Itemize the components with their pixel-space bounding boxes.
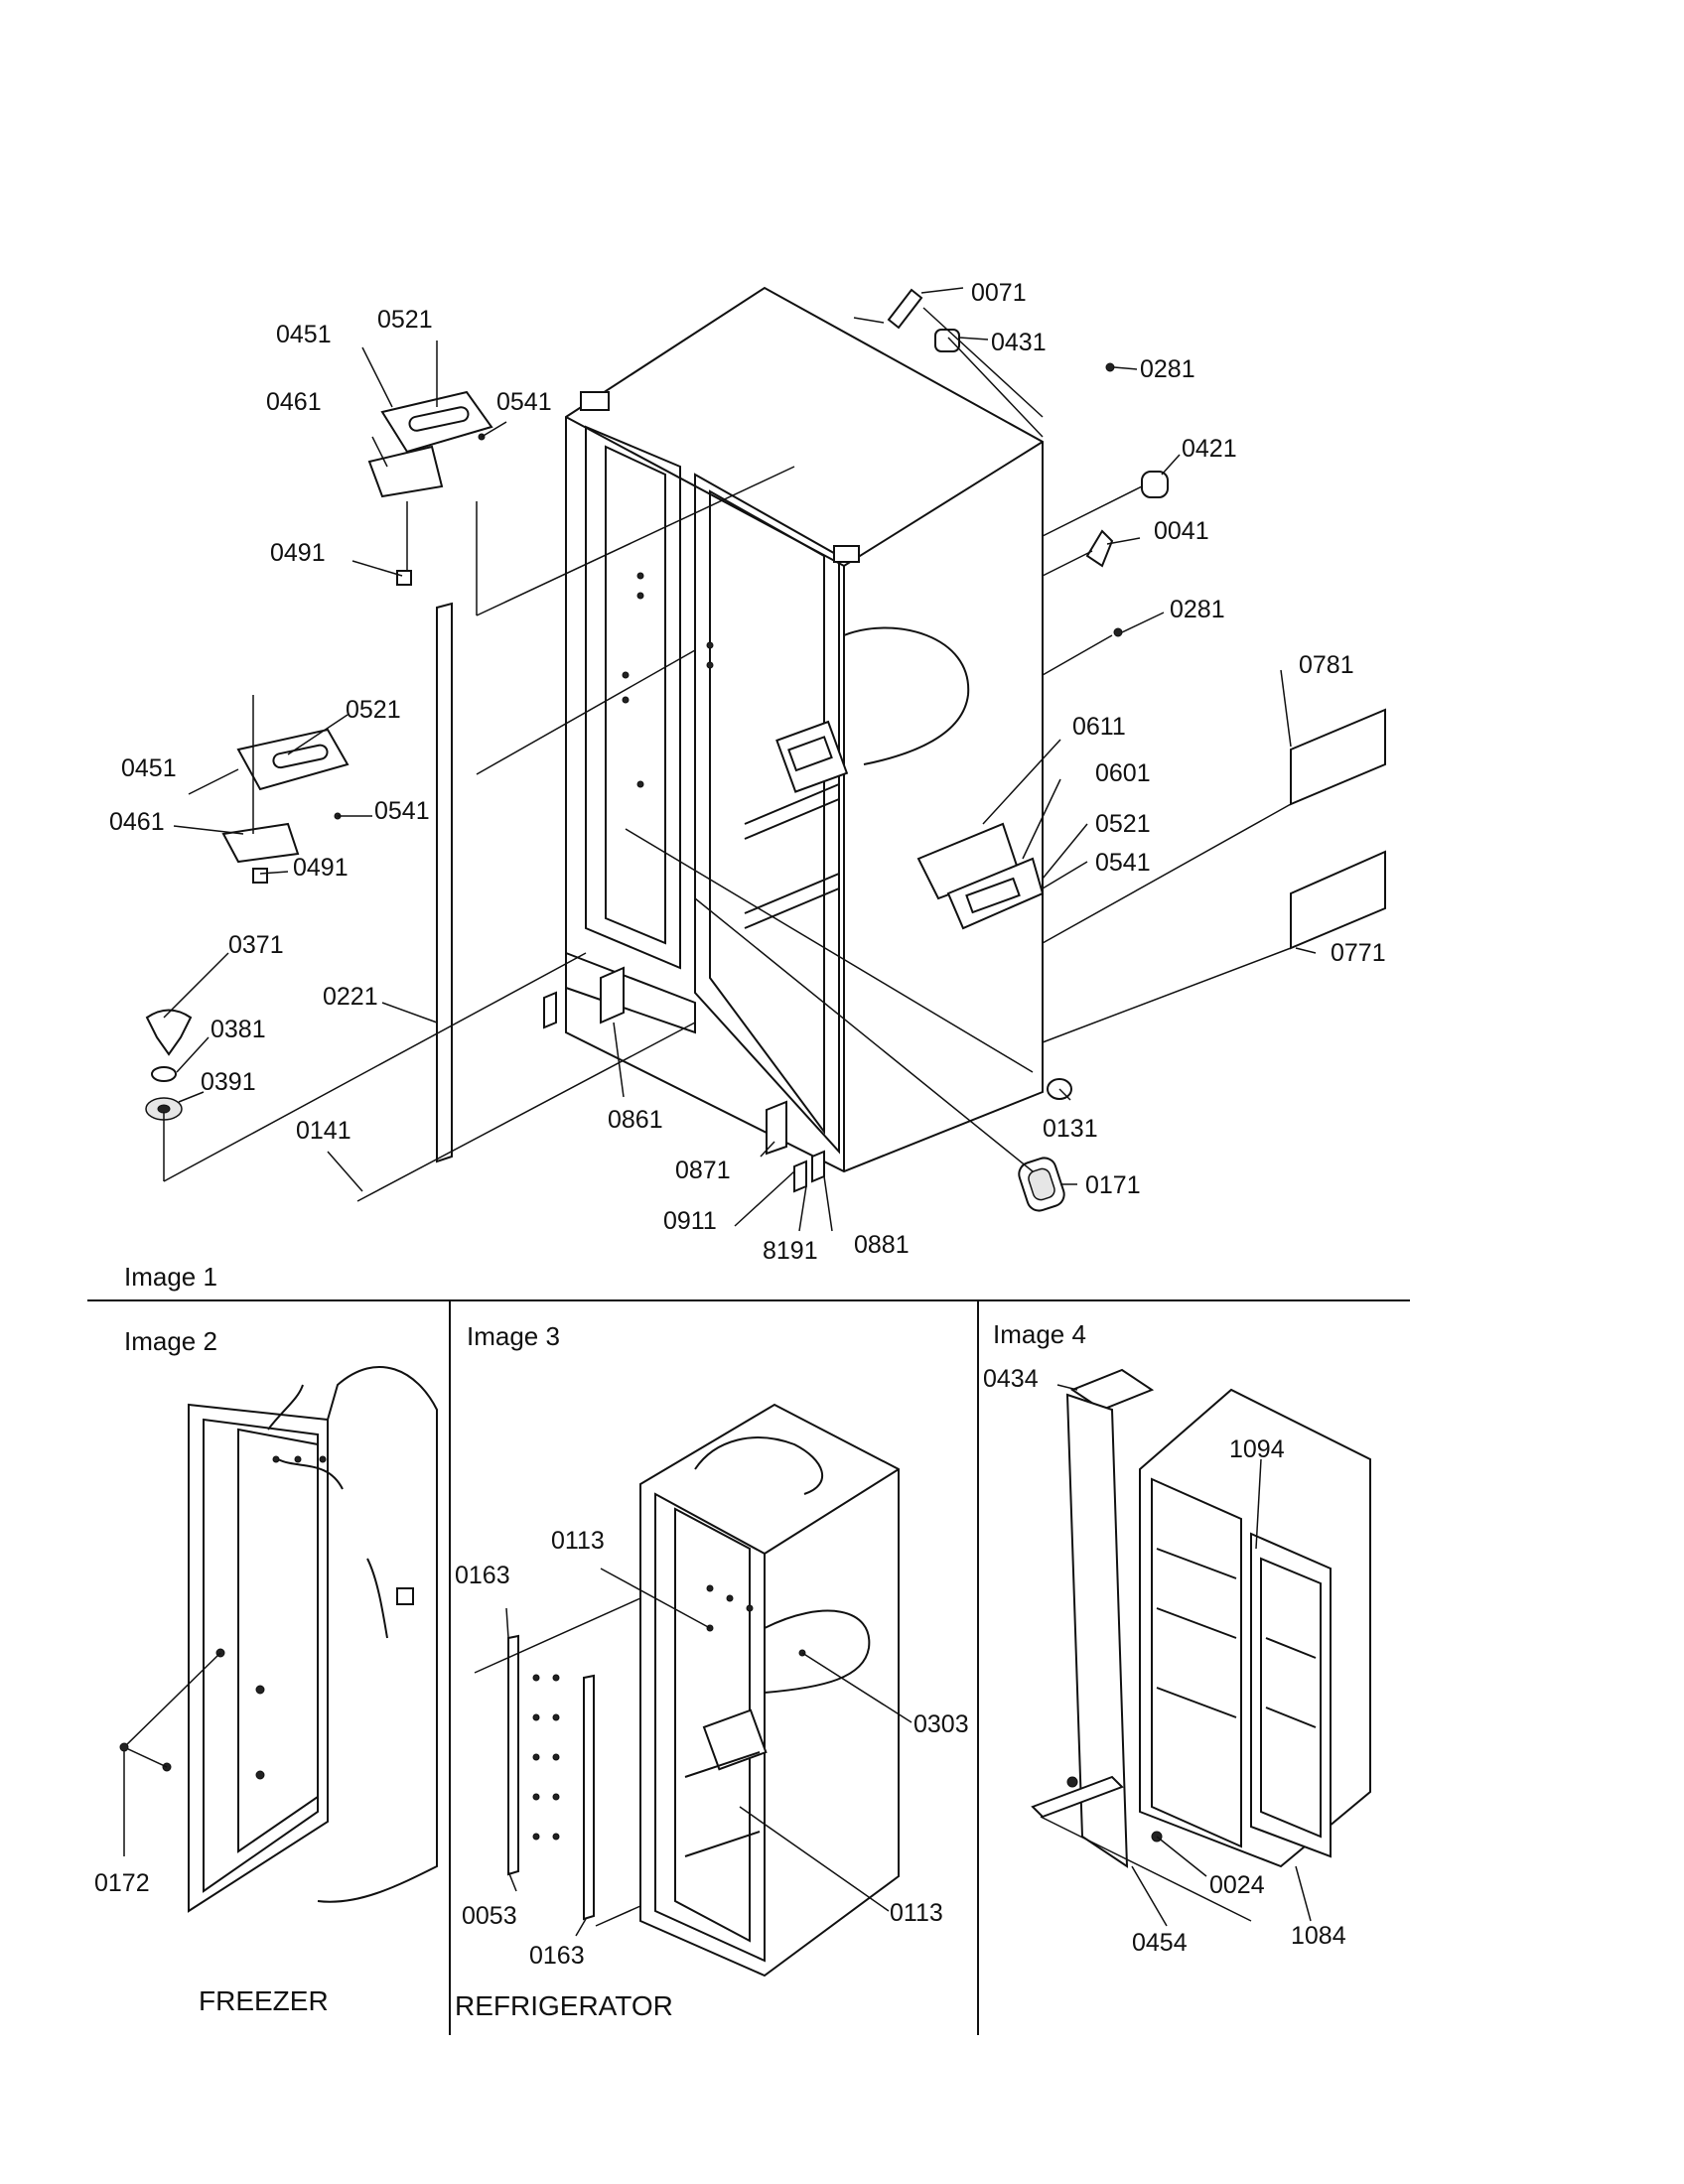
image1-cabinet-view: 0071 0431 0281 0421 0041 0281 0781 0611 … [109, 279, 1386, 1292]
callout-leaders [163, 287, 1317, 1232]
callout-label: 0541 [374, 797, 430, 825]
callout-label: 8191 [763, 1237, 818, 1265]
callout-label: 0071 [971, 279, 1027, 307]
callout-label: 0451 [276, 321, 332, 348]
callout-label: 0113 [551, 1527, 605, 1555]
freezer-caption: FREEZER [199, 1985, 329, 2016]
callout-label: 0303 [913, 1710, 969, 1738]
callout-label: 0451 [121, 754, 177, 782]
trim-strip-0221 [436, 602, 453, 1163]
callout-label: 0371 [228, 931, 284, 959]
callout-label: 0601 [1095, 759, 1151, 787]
callout-label: 0861 [608, 1106, 663, 1134]
callout-label: 0871 [675, 1157, 731, 1184]
callout-label: 0163 [529, 1942, 585, 1970]
top-small-parts [887, 288, 1169, 637]
right-side-parts [916, 708, 1386, 950]
image2-title: Image 2 [124, 1326, 217, 1356]
callout-label: 0771 [1331, 939, 1386, 967]
image4-appliance-view: Image 4 0434 1094 0024 0454 1084 [983, 1319, 1371, 1957]
callout-label: 0381 [210, 1016, 266, 1043]
callout-label: 0541 [1095, 849, 1151, 877]
image3-title: Image 3 [467, 1321, 560, 1351]
callout-label: 0521 [377, 306, 433, 334]
image4-title: Image 4 [993, 1319, 1086, 1349]
callout-label: 0172 [94, 1869, 150, 1897]
callout-label: 0391 [201, 1068, 256, 1096]
callout-label: 0541 [496, 388, 552, 416]
bottom-small-parts [543, 966, 1072, 1212]
assembly-lines [163, 307, 1292, 1202]
callout-label: 0911 [663, 1207, 717, 1235]
refrigerator-caption: REFRIGERATOR [455, 1990, 673, 2021]
callout-label: 0141 [296, 1117, 351, 1145]
callout-label: 0781 [1299, 651, 1354, 679]
callout-label: 0163 [455, 1562, 510, 1589]
top-hinge-assembly [367, 390, 493, 586]
callout-label: 0454 [1132, 1929, 1188, 1957]
callout-label: 0281 [1170, 596, 1225, 623]
callout-label: 0053 [462, 1902, 517, 1930]
callout-label: 0113 [890, 1899, 943, 1927]
leveler-parts [145, 1009, 193, 1121]
image1-title: Image 1 [124, 1262, 217, 1292]
callout-label: 0431 [991, 329, 1047, 356]
image2-freezer-view: Image 2 0172 FREEZER [94, 1326, 438, 2016]
callout-label: 1094 [1229, 1435, 1285, 1463]
callout-label: 0461 [266, 388, 322, 416]
callout-label: 0521 [1095, 810, 1151, 838]
callout-label: 0024 [1209, 1871, 1265, 1899]
callout-label: 0041 [1154, 517, 1209, 545]
callout-label: 0491 [293, 854, 349, 882]
callout-label: 0221 [323, 983, 378, 1011]
callout-label: 0521 [346, 696, 401, 724]
callout-label: 0171 [1085, 1171, 1141, 1199]
callout-label: 0421 [1182, 435, 1237, 463]
callout-label: 0881 [854, 1231, 910, 1259]
callout-label: 0131 [1043, 1115, 1098, 1143]
callout-label: 0281 [1140, 355, 1195, 383]
image1-callouts: 0071 0431 0281 0421 0041 0281 0781 0611 … [109, 279, 1386, 1265]
callout-label: 0434 [983, 1365, 1039, 1393]
callout-label: 0611 [1072, 713, 1126, 741]
callout-label: 1084 [1291, 1922, 1346, 1950]
callout-label: 0461 [109, 808, 165, 836]
image3-refrigerator-view: Image 3 0163 0113 0303 0113 0053 [455, 1321, 969, 2021]
cabinet-body [565, 286, 1044, 1173]
panel-dividers [87, 1299, 1410, 2035]
callout-label: 0491 [270, 539, 326, 567]
